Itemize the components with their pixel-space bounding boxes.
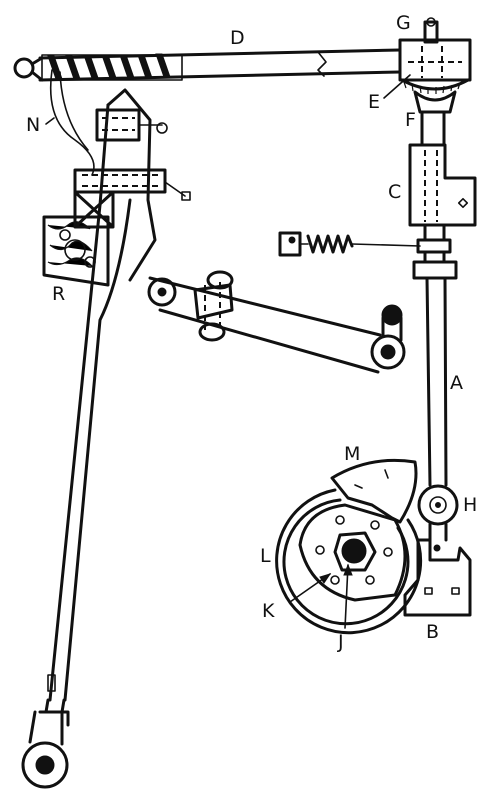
rod-d-spiral-grip (41, 53, 183, 81)
rod-d (13, 48, 402, 82)
label-k: K (262, 600, 275, 622)
ratchet-r (42, 190, 115, 287)
label-d: D (230, 27, 245, 49)
label-e: E (368, 91, 380, 113)
label-j: J (337, 631, 344, 653)
spring (278, 231, 421, 257)
label-g: G (396, 12, 411, 34)
joint-h (417, 484, 459, 542)
labels: D G E F C A M H L K J B N R (26, 12, 477, 653)
label-a: A (450, 372, 463, 394)
bracket-b (403, 538, 472, 617)
label-r: R (52, 283, 65, 305)
label-l: L (260, 545, 271, 567)
label-n: N (26, 114, 40, 136)
label-b: B (426, 621, 439, 643)
cam-assembly (275, 458, 423, 635)
label-m: M (344, 443, 360, 465)
label-f: F (405, 109, 416, 131)
link-arm (147, 270, 406, 374)
main-lever (21, 88, 191, 789)
clamp-head-efg (398, 17, 472, 114)
label-c: C (388, 181, 401, 203)
shaft-a (408, 110, 477, 487)
label-h: H (463, 494, 477, 516)
wire-n (49, 69, 95, 176)
